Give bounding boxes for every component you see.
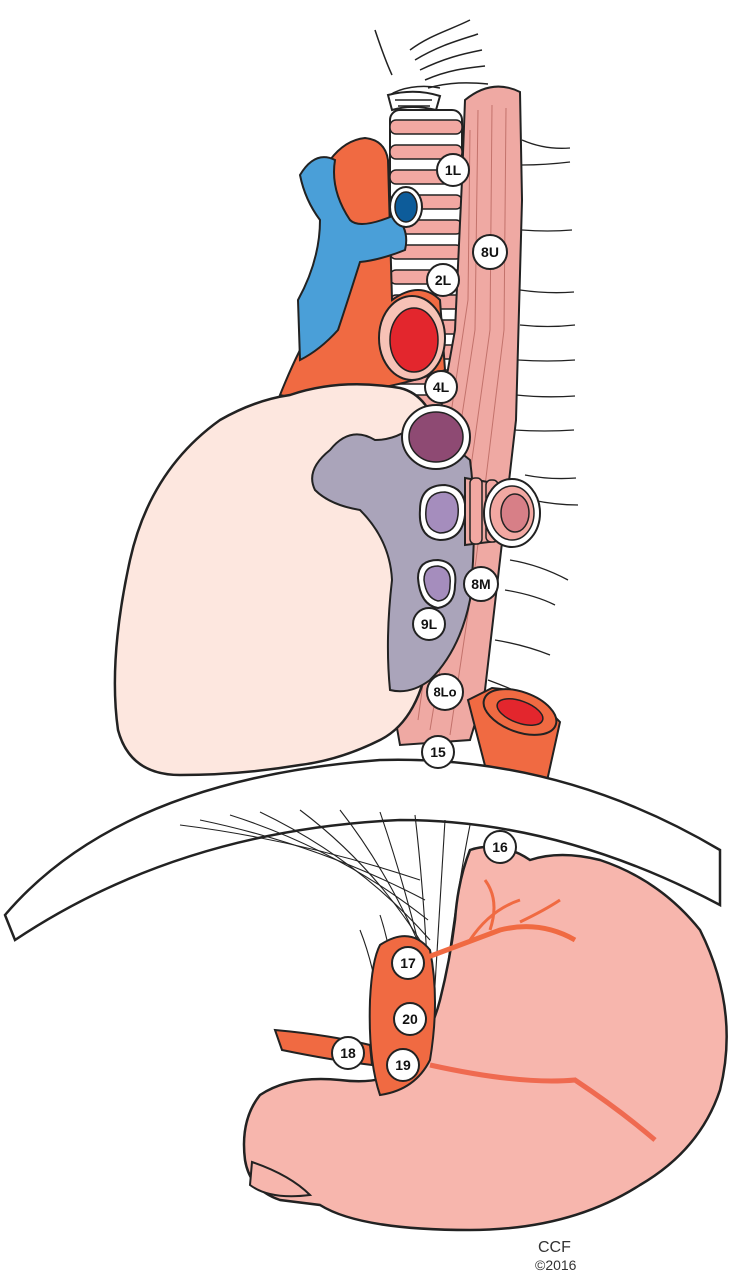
subcarinal-node-shape: [420, 485, 466, 540]
node-8M-label: 8M: [471, 576, 490, 592]
node-9L-label: 9L: [421, 616, 438, 632]
node-19: 19: [387, 1049, 419, 1081]
node-2L-label: 2L: [435, 272, 452, 288]
node-19-label: 19: [395, 1057, 411, 1073]
node-17: 17: [392, 947, 424, 979]
node-4L: 4L: [425, 371, 457, 403]
larynx-sketch: [375, 20, 488, 95]
node-15-label: 15: [430, 744, 446, 760]
node-4L-label: 4L: [433, 379, 450, 395]
node-9L: 9L: [413, 608, 445, 640]
descending-aorta-cross-section-upper: [379, 296, 445, 380]
node-18: 18: [332, 1037, 364, 1069]
node-8U: 8U: [473, 235, 507, 269]
node-20-label: 20: [402, 1011, 418, 1027]
node-1L-label: 1L: [445, 162, 462, 178]
node-8Lo-label: 8Lo: [433, 685, 456, 700]
node-8M: 8M: [464, 567, 498, 601]
node-15: 15: [422, 736, 454, 768]
node-2L: 2L: [427, 264, 459, 296]
copyright-credit: CCF ©2016: [535, 1239, 577, 1273]
node-8Lo: 8Lo: [427, 674, 463, 710]
credit-ccf: CCF: [538, 1239, 571, 1256]
node-17-label: 17: [400, 955, 416, 971]
node-16-label: 16: [492, 839, 508, 855]
node-16: 16: [484, 831, 516, 863]
thyroid-cartilage: [388, 92, 440, 110]
node-1L: 1L: [437, 154, 469, 186]
node-8U-label: 8U: [481, 244, 499, 260]
credit-year: ©2016: [535, 1257, 577, 1273]
node-18-label: 18: [340, 1045, 356, 1061]
node-4L-shape: [402, 405, 470, 469]
left-main-bronchus: [465, 478, 540, 547]
node-20: 20: [394, 1003, 426, 1035]
